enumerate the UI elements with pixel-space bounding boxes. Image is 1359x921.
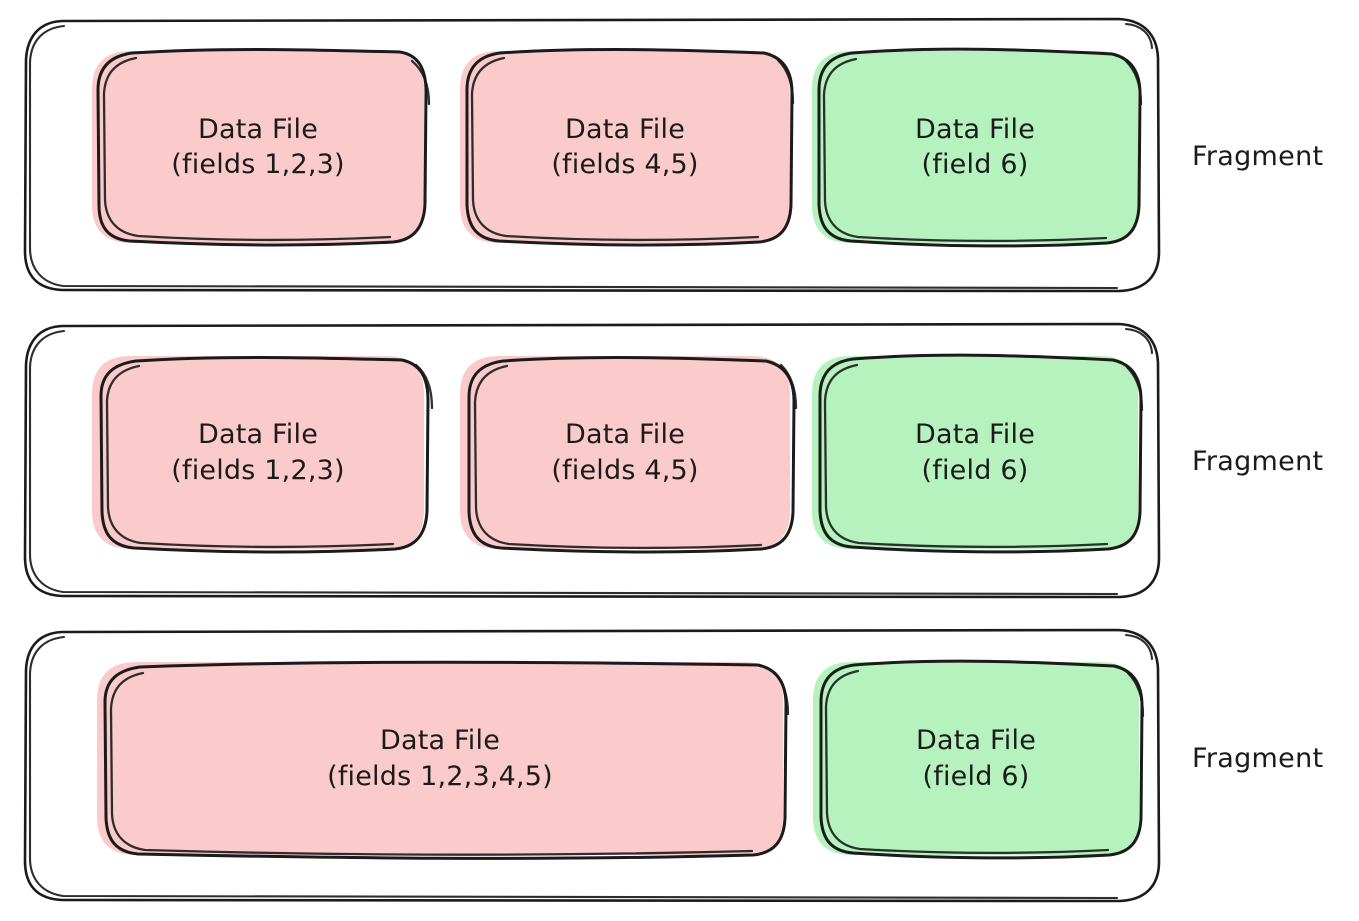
data-file-box-1-3 <box>812 47 1143 248</box>
data-file-box-3-2 <box>813 659 1145 860</box>
fragment-container-3 <box>23 628 1161 903</box>
fragment-container-1 <box>23 17 1161 293</box>
fragment-label-2: Fragment <box>1192 446 1324 477</box>
data-file-box-3-1 <box>97 660 790 860</box>
fragment-label-1: Fragment <box>1192 141 1324 172</box>
fragment-label-3: Fragment <box>1192 743 1324 774</box>
data-file-box-2-1 <box>92 355 434 554</box>
data-file-box-2-2 <box>460 356 798 554</box>
data-file-box-2-3 <box>812 353 1144 554</box>
data-file-box-1-1 <box>92 47 431 247</box>
fragment-container-2 <box>23 322 1161 599</box>
data-file-box-1-2 <box>460 48 795 247</box>
